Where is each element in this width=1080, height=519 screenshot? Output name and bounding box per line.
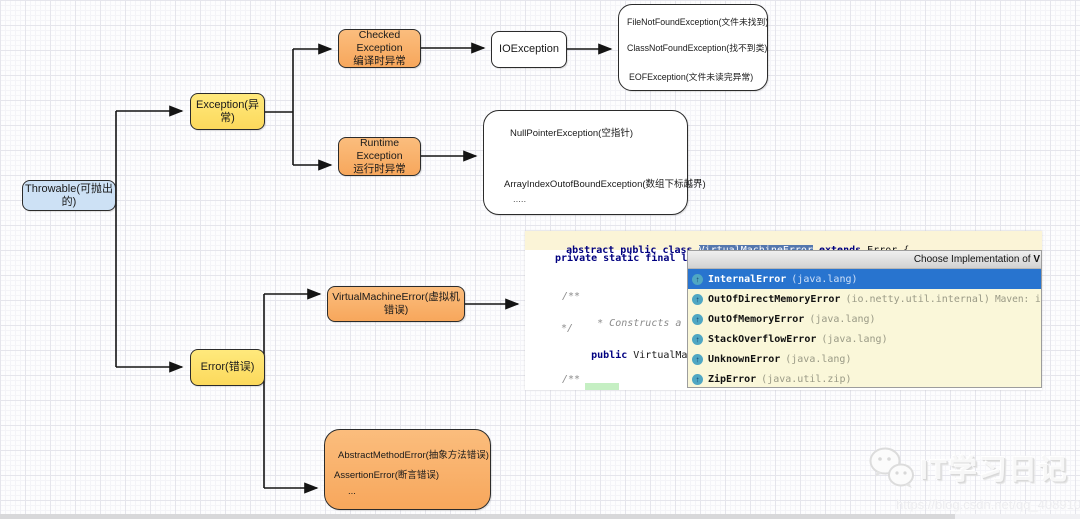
item-package: (java.lang)	[821, 333, 888, 345]
choose-implementation-popup: Choose Implementation of V ↑ InternalErr…	[687, 250, 1042, 388]
item-name: ZipError	[708, 373, 757, 385]
checked-example-2: ClassNotFoundException(找不到类)	[627, 43, 768, 53]
watermark-brand: IT学习日记	[920, 454, 1069, 485]
code-comment-close: */	[555, 323, 574, 334]
item-maven-note: Maven: io.	[994, 293, 1041, 305]
code-comment-open-2: /**	[562, 374, 581, 385]
error-example-more: ...	[348, 486, 356, 497]
popup-title-target: V	[1033, 254, 1040, 265]
item-package: (java.lang)	[785, 353, 852, 365]
checked-example-3: EOFException(文件未读完异常)	[629, 72, 754, 82]
node-ioexception: IOException	[491, 31, 567, 68]
box-runtime-examples: NullPointerException(空指针) ArrayIndexOuto…	[483, 110, 706, 215]
implementation-icon: ↑	[692, 373, 703, 385]
keyword-abstract-public-class: abstract public class	[566, 245, 699, 256]
runtime-example-more: .....	[513, 194, 527, 205]
node-ioexception-label: IOException	[499, 43, 559, 55]
popup-item-stackoverflowerror[interactable]: ↑ StackOverflowError (java.lang)	[688, 329, 1041, 349]
implementation-icon: ↑	[692, 353, 703, 365]
watermark-url: https://blog.csdn.net/qq_40891009	[896, 497, 1080, 512]
implementation-icon: ↑	[692, 313, 703, 325]
node-exception-label: Exception(异常)	[196, 98, 259, 124]
checked-example-1: FileNotFoundException(文件未找到)	[627, 17, 769, 27]
popup-title: Choose Implementation of V	[688, 251, 1041, 269]
item-name: InternalError	[708, 273, 787, 285]
node-exception: Exception(异常)	[190, 93, 265, 130]
item-package: (java.util.zip)	[761, 373, 852, 385]
implementation-icon: ↑	[692, 293, 703, 305]
current-line-highlight	[525, 231, 1042, 250]
popup-title-text: Choose Implementation of	[913, 254, 1034, 265]
node-runtime-exception: Runtime Exception 运行时异常	[338, 137, 421, 176]
item-name: UnknownError	[708, 353, 781, 365]
error-example-2: AssertionError(断言错误)	[334, 470, 440, 481]
popup-item-internalerror[interactable]: ↑ InternalError (java.lang)	[688, 269, 1041, 289]
keyword-public: public	[591, 350, 628, 361]
popup-item-ziperror[interactable]: ↑ ZipError (java.util.zip)	[688, 369, 1041, 387]
item-name: OutOfMemoryError	[708, 313, 805, 325]
node-error-label: Error(错误)	[200, 361, 255, 373]
error-example-1: AbstractMethodError(抽象方法错误)	[338, 450, 489, 461]
code-line-field: private static final long	[555, 253, 706, 264]
node-throwable-label: Throwable(可抛出的)	[24, 182, 114, 208]
horizontal-scrollbar[interactable]	[0, 514, 1080, 519]
runtime-example-2: ArrayIndexOutofBoundException(数组下标越界)	[504, 179, 706, 190]
popup-item-unknownerror[interactable]: ↑ UnknownError (java.lang)	[688, 349, 1041, 369]
runtime-line-zh: 运行时异常	[353, 163, 406, 175]
scrollbar-thumb[interactable]	[0, 514, 955, 519]
comment-prefix: * Constructs a	[591, 318, 688, 329]
node-checked-exception: Checked Exception 编译时异常	[338, 29, 421, 68]
node-throwable: Throwable(可抛出的)	[22, 180, 116, 211]
box-checked-examples: FileNotFoundException(文件未找到) ClassNotFou…	[618, 4, 768, 91]
popup-item-outofmemoryerror[interactable]: ↑ OutOfMemoryError (java.lang)	[688, 309, 1041, 329]
implementation-icon: ↑	[692, 273, 703, 285]
item-package: (io.netty.util.internal)	[845, 293, 990, 305]
wechat-logo-icon	[869, 447, 914, 488]
item-package: (java.lang)	[809, 313, 876, 325]
checked-line-zh: 编译时异常	[353, 55, 406, 67]
runtime-line-en: Runtime Exception	[356, 137, 403, 162]
item-name: StackOverflowError	[708, 333, 817, 345]
code-editor[interactable]: abstract public class VirtualMachineErro…	[525, 231, 1042, 390]
checked-line-en: Checked Exception	[356, 29, 403, 54]
node-error: Error(错误)	[190, 349, 265, 386]
box-error-examples: AbstractMethodError(抽象方法错误) AssertionErr…	[324, 429, 491, 510]
runtime-example-1: NullPointerException(空指针)	[510, 128, 634, 139]
item-package: (java.lang)	[791, 273, 858, 285]
code-comment-open: /**	[562, 291, 581, 302]
highlighted-code-fragment	[585, 383, 619, 390]
node-vm-error: VirtualMachineError(虚拟机错误)	[327, 286, 465, 322]
implementation-icon: ↑	[692, 333, 703, 345]
node-vm-error-label: VirtualMachineError(虚拟机错误)	[332, 291, 460, 316]
popup-item-outofdirectmemoryerror[interactable]: ↑ OutOfDirectMemoryError (io.netty.util.…	[688, 289, 1041, 309]
item-name: OutOfDirectMemoryError	[708, 293, 841, 305]
